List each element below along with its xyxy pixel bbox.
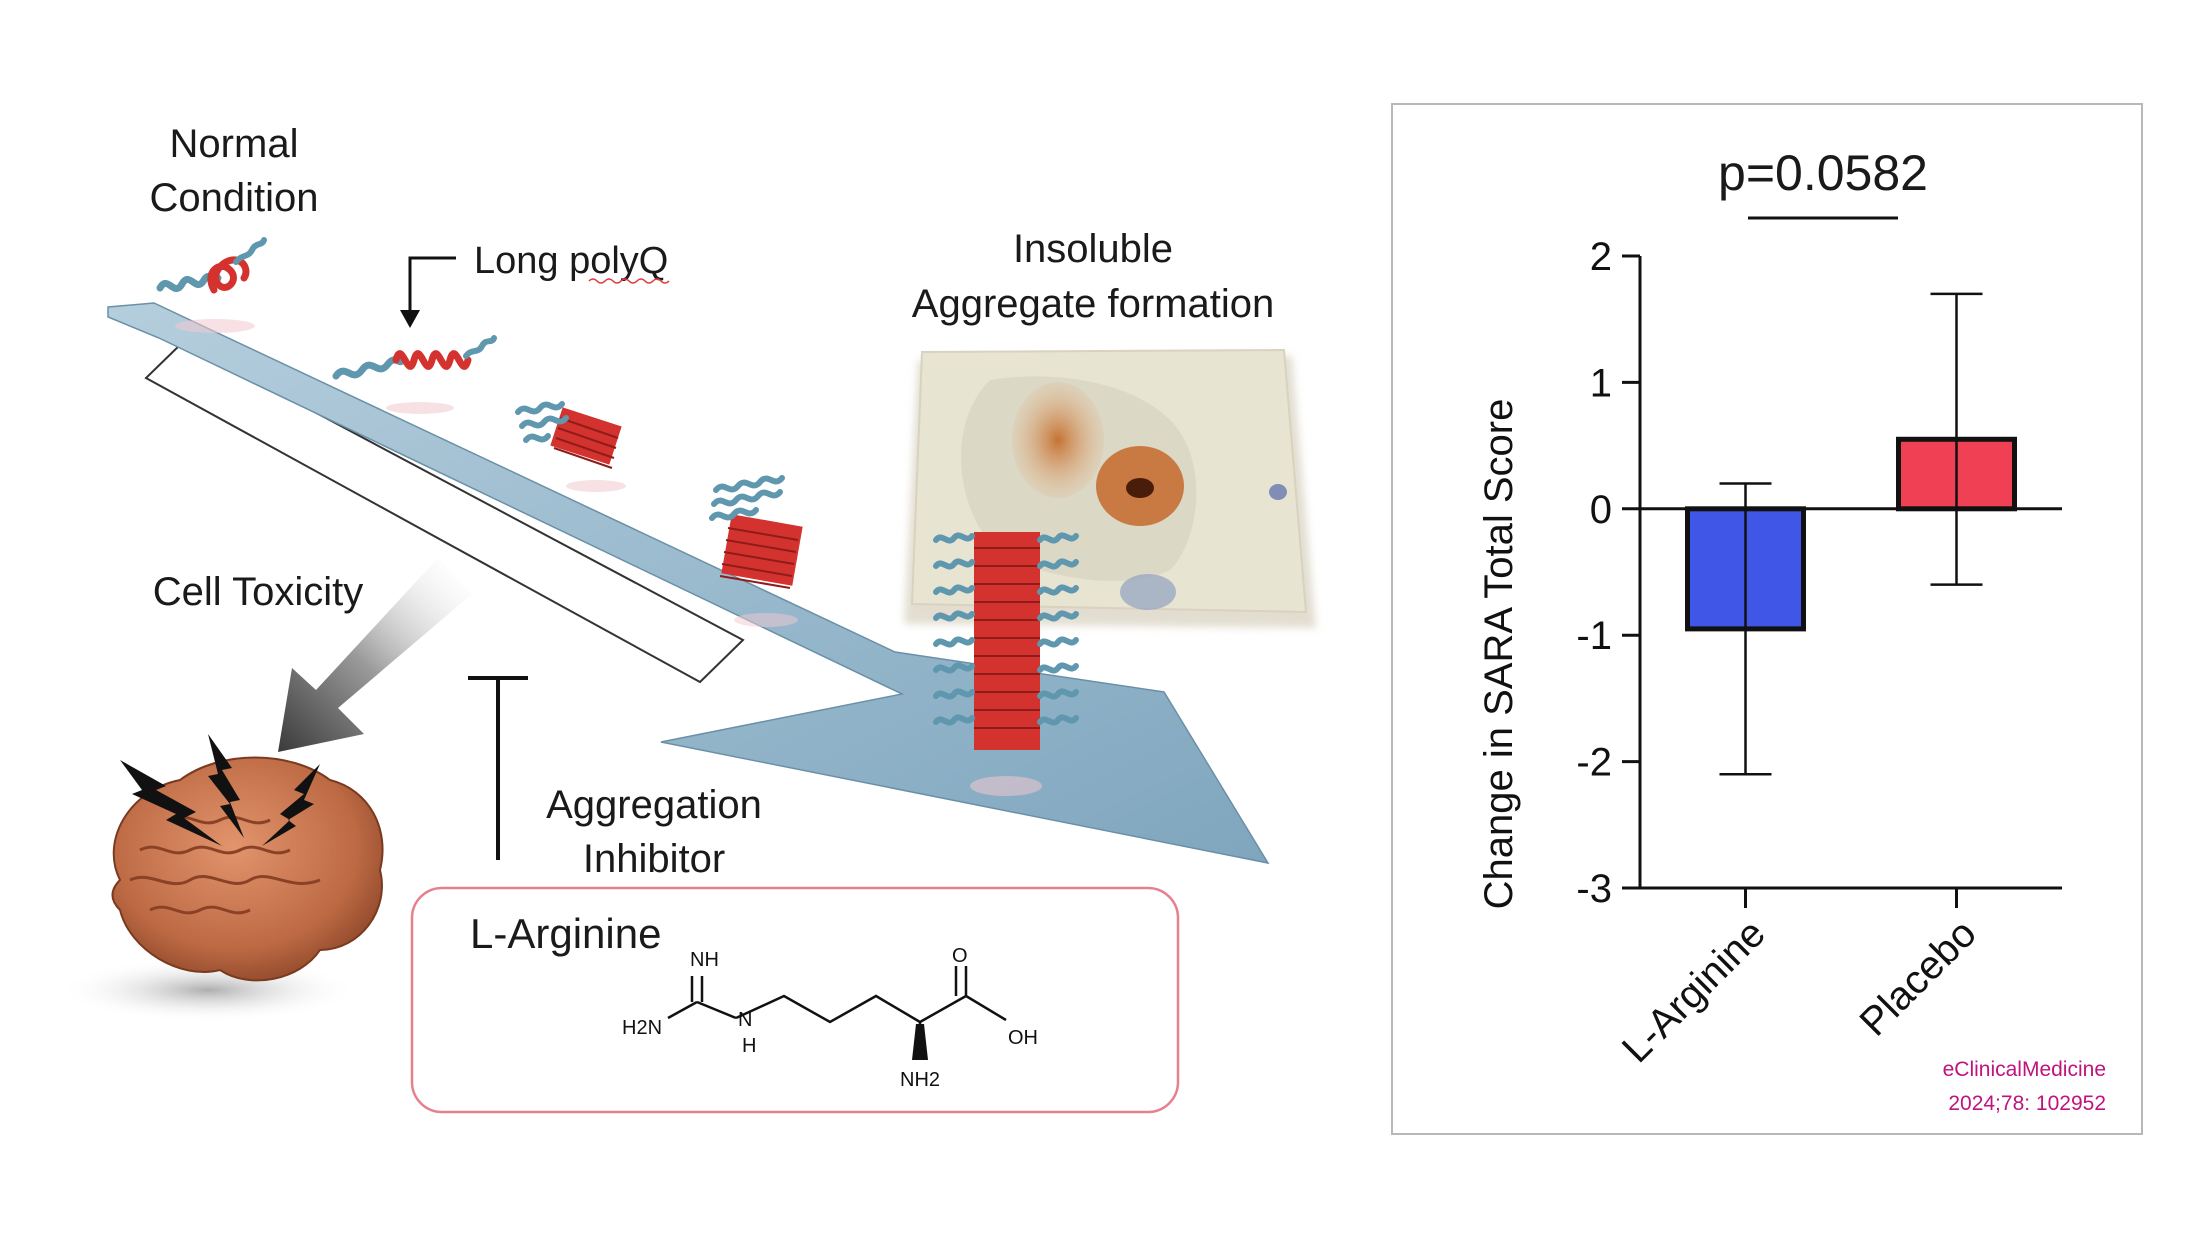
p-value-annotation: p=0.0582 xyxy=(1718,145,1928,201)
chem-nh: NH xyxy=(690,949,719,971)
chem-h: H xyxy=(742,1035,756,1057)
y-tick-label: -2 xyxy=(1576,741,1612,785)
l-arginine-title: L-Arginine xyxy=(470,910,661,957)
arrow-frame xyxy=(144,340,745,684)
chem-h2n: H2N xyxy=(622,1017,662,1039)
polyq-pointer xyxy=(408,256,456,312)
protein-aggregate-icon xyxy=(709,475,803,627)
citation-line-2: 2024;78: 102952 xyxy=(1948,1092,2106,1115)
histology-micrograph xyxy=(904,348,1316,628)
l-arginine-structure: NH H2N N H O OH NH2 xyxy=(622,945,1038,1091)
normal-condition-label-2: Condition xyxy=(149,176,318,220)
brain-icon xyxy=(58,734,384,1022)
aggregation-inhibitor-label-1: Aggregation xyxy=(546,783,762,827)
normal-condition-label-1: Normal xyxy=(170,122,299,166)
cell-toxicity-label: Cell Toxicity xyxy=(153,570,363,614)
citation-line-1: eClinicalMedicine xyxy=(1943,1058,2106,1081)
spellcheck-underline xyxy=(588,278,670,284)
chem-n: N xyxy=(738,1009,752,1031)
y-tick-label: -3 xyxy=(1576,867,1612,911)
toxicity-arrow xyxy=(278,558,472,752)
chart-panel: Change in SARA Total Score 210-1-2-3L-Ar… xyxy=(1391,103,2143,1135)
insoluble-label-2: Aggregate formation xyxy=(912,282,1274,326)
protein-normal-icon xyxy=(156,237,267,333)
y-tick-label: 1 xyxy=(1590,361,1612,405)
insoluble-label-1: Insoluble xyxy=(1013,227,1173,271)
l-arginine-box xyxy=(410,886,1180,1114)
y-tick-label: 0 xyxy=(1590,488,1612,532)
inhibition-bar xyxy=(468,676,528,860)
long-polyq-label: Long polyQ xyxy=(474,240,668,282)
y-axis-label: Change in SARA Total Score xyxy=(1477,399,1521,910)
aggregation-inhibitor-label-2: Inhibitor xyxy=(583,837,725,881)
y-tick-label: -1 xyxy=(1576,614,1612,658)
fibril-icon xyxy=(933,532,1079,796)
pathway-diagram: Normal Condition Long polyQ xyxy=(58,122,1316,1114)
y-tick-label: 2 xyxy=(1590,235,1612,279)
protein-long-polyq-icon xyxy=(332,335,497,414)
polyq-pointer-head xyxy=(400,310,420,328)
chem-oh: OH xyxy=(1008,1027,1038,1049)
chem-o: O xyxy=(952,945,968,967)
chem-nh2: NH2 xyxy=(900,1069,940,1091)
protein-oligomer-icon xyxy=(515,401,626,492)
